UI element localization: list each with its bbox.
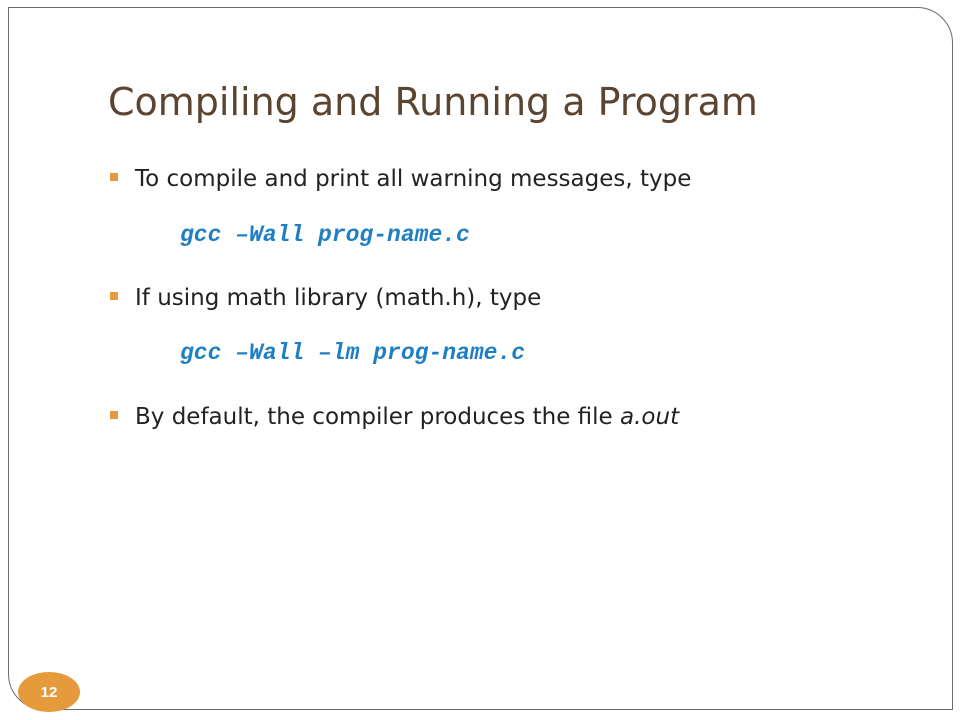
bullet-item-math-library: If using math library (math.h), type [110,285,541,311]
page-number-badge: 12 [18,672,80,712]
square-bullet-icon [110,411,118,419]
bullet-text: If using math library (math.h), type [135,285,542,311]
bullet-text: To compile and print all warning message… [135,166,692,192]
bullet-item-default-output: By default, the compiler produces the fi… [110,404,679,430]
output-filename: a.out [620,404,680,430]
square-bullet-icon [110,173,118,181]
slide-frame [8,7,953,710]
square-bullet-icon [110,292,118,300]
code-snippet-compile: gcc –Wall prog-name.c [180,222,470,248]
bullet-item-compile: To compile and print all warning message… [110,166,691,192]
code-snippet-math-library: gcc –Wall –lm prog-name.c [180,340,526,366]
bullet-text: By default, the compiler produces the fi… [135,404,679,430]
slide-title: Compiling and Running a Program [108,80,758,124]
bullet-text-prefix: By default, the compiler produces the fi… [135,404,621,430]
